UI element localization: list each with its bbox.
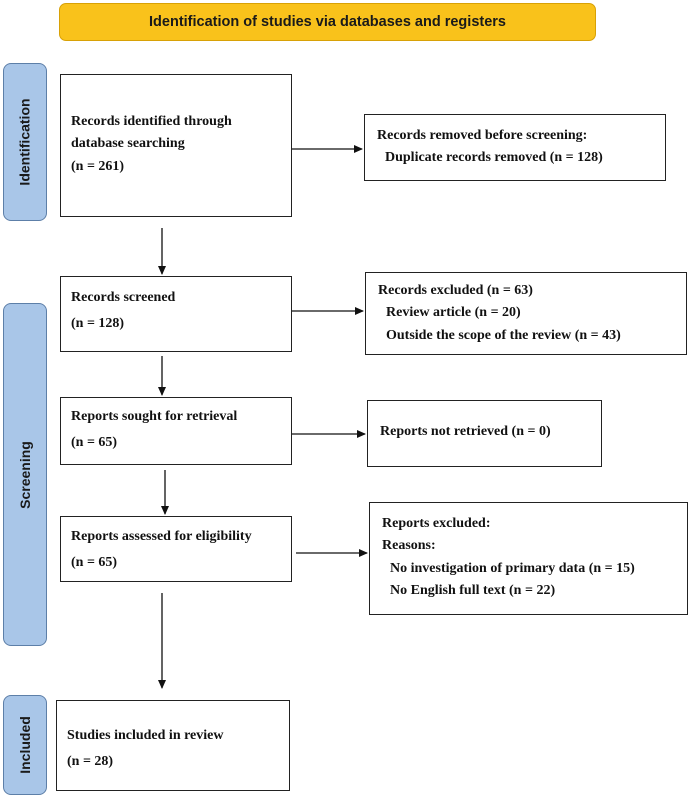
stage-label-identification: Identification	[3, 63, 47, 221]
records-screened-label: Records screened	[71, 290, 176, 305]
records-screened-count: (n = 128)	[71, 316, 125, 332]
reports-excluded-reasons-label: Reasons:	[382, 538, 436, 554]
records-identified-line1: Records identified through	[71, 114, 232, 129]
reports-assessed-box: Reports assessed for eligibility (n = 65…	[60, 516, 292, 582]
reports-excluded-box: Reports excluded: Reasons: No investigat…	[369, 502, 688, 615]
reports-assessed-count: (n = 65)	[71, 555, 118, 571]
records-identified-count: (n = 261)	[71, 158, 125, 174]
reports-excluded-title: Reports excluded:	[382, 516, 491, 531]
stage-label-included: Included	[3, 695, 47, 795]
records-removed-box: Records removed before screening: Duplic…	[364, 114, 666, 181]
excluded-reason-no-primary-data: No investigation of primary data (n = 15…	[390, 560, 635, 576]
records-identified-line2: database searching	[71, 136, 185, 152]
records-removed-title: Records removed before screening:	[377, 128, 588, 143]
records-excluded-title: Records excluded (n = 63)	[378, 283, 533, 298]
reports-not-retrieved-label: Reports not retrieved (n = 0)	[380, 424, 551, 439]
studies-included-label: Studies included in review	[67, 728, 224, 743]
reports-sought-label: Reports sought for retrieval	[71, 409, 238, 424]
stage-label-screening: Screening	[3, 303, 47, 646]
records-identified-box: Records identified through database sear…	[60, 74, 292, 217]
diagram-title: Identification of studies via databases …	[59, 3, 596, 41]
reports-sought-box: Reports sought for retrieval (n = 65)	[60, 397, 292, 465]
studies-included-count: (n = 28)	[67, 754, 114, 770]
records-screened-box: Records screened (n = 128)	[60, 276, 292, 352]
excluded-item-outside-scope: Outside the scope of the review (n = 43)	[386, 327, 621, 343]
excluded-item-review-article: Review article (n = 20)	[386, 305, 521, 321]
reports-assessed-label: Reports assessed for eligibility	[71, 529, 252, 544]
studies-included-box: Studies included in review (n = 28)	[56, 700, 290, 791]
records-excluded-box: Records excluded (n = 63) Review article…	[365, 272, 687, 355]
reports-sought-count: (n = 65)	[71, 435, 118, 451]
reports-not-retrieved-box: Reports not retrieved (n = 0)	[367, 400, 602, 467]
excluded-reason-no-english-text: No English full text (n = 22)	[390, 583, 556, 599]
duplicates-removed-item: Duplicate records removed (n = 128)	[385, 150, 603, 166]
